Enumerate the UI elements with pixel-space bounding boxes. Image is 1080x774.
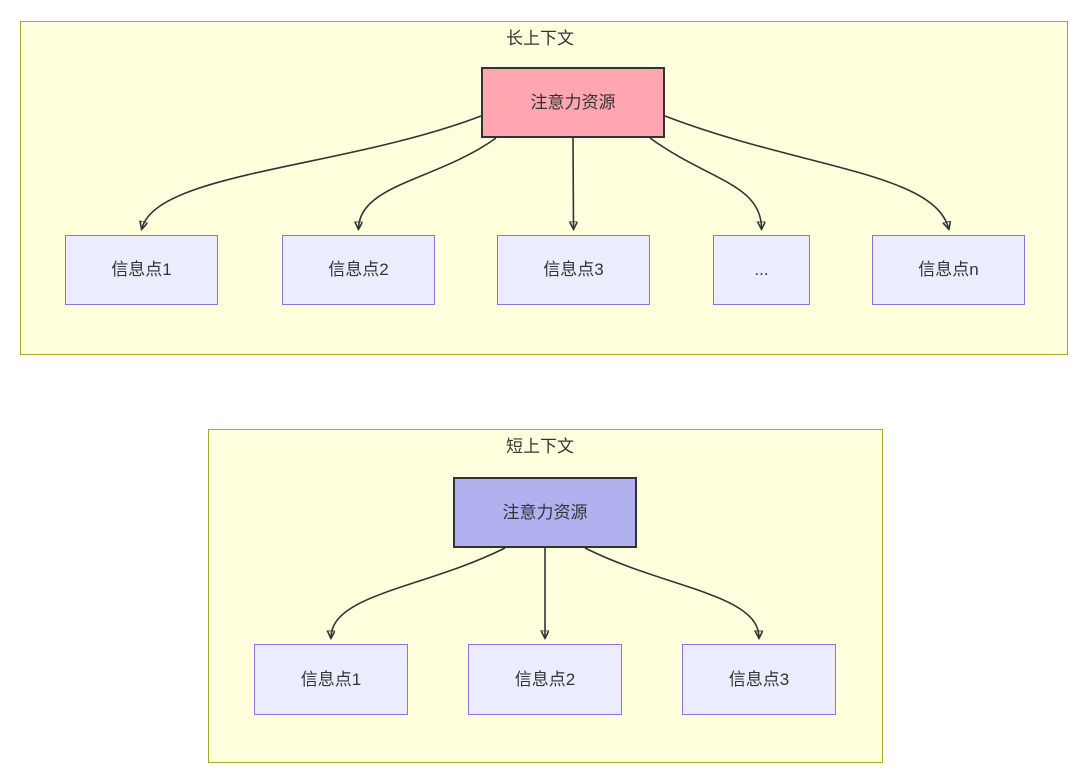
node-long-info-n: 信息点n [872,235,1025,305]
node-short-info-1: 信息点1 [254,644,408,715]
node-attention-long: 注意力资源 [481,67,665,138]
node-long-info-ellipsis: ... [713,235,810,305]
node-short-info-2: 信息点2 [468,644,622,715]
edge-long-4 [649,137,762,228]
edge-short-3 [584,547,759,637]
edge-long-2 [359,137,497,228]
cluster-short-title: 短上下文 [506,437,574,456]
edge-short-1 [331,547,506,637]
node-attention-short: 注意力资源 [453,477,637,548]
node-long-info-2: 信息点2 [282,235,435,305]
edge-long-3 [573,137,574,228]
node-short-info-3: 信息点3 [682,644,836,715]
edge-long-1 [142,115,482,228]
node-long-info-3: 信息点3 [497,235,650,305]
cluster-long-title: 长上下文 [506,29,574,48]
node-long-info-1: 信息点1 [65,235,218,305]
edge-long-5 [664,115,949,228]
